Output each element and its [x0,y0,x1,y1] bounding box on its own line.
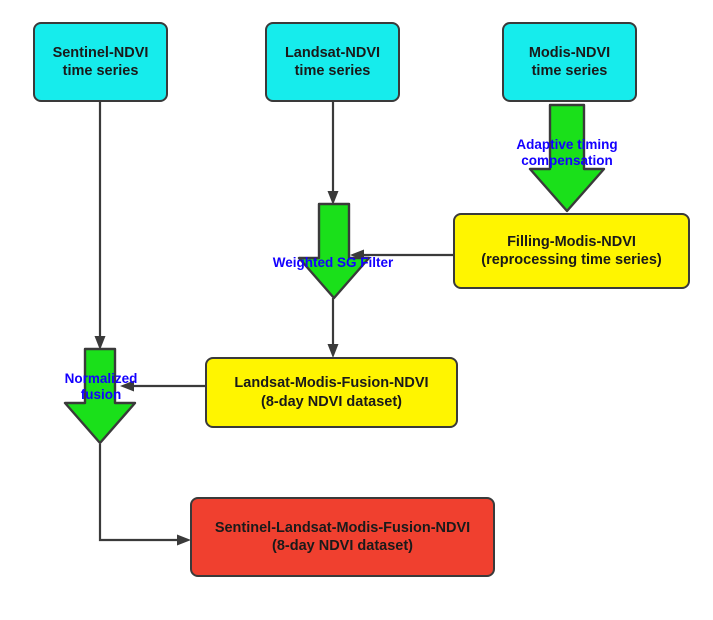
node-landsat-modis-fusion-ndvi[interactable]: Landsat-Modis-Fusion-NDVI (8-day NDVI da… [205,357,458,428]
process-arrow-weighted-sg-filter [296,202,372,300]
process-arrow-adaptive-timing [527,103,607,213]
node-landsat-modis-fusion-ndvi-label: Landsat-Modis-Fusion-NDVI (8-day NDVI da… [234,375,429,410]
node-filling-modis-ndvi[interactable]: Filling-Modis-NDVI (reprocessing time se… [453,213,690,289]
node-filling-modis-ndvi-label: Filling-Modis-NDVI (reprocessing time se… [481,233,662,268]
node-modis-source-label: Modis-NDVI time series [528,44,611,79]
node-landsat-source[interactable]: Landsat-NDVI time series [265,22,400,102]
node-modis-source[interactable]: Modis-NDVI time series [502,22,637,102]
node-sentinel-source-label: Sentinel-NDVI time series [52,44,149,79]
node-sentinel-source[interactable]: Sentinel-NDVI time series [33,22,168,102]
process-arrow-normalized-fusion [62,347,138,445]
node-final-fusion-ndvi[interactable]: Sentinel-Landsat-Modis-Fusion-NDVI (8-da… [190,497,495,577]
node-final-fusion-ndvi-label: Sentinel-Landsat-Modis-Fusion-NDVI (8-da… [214,519,471,554]
node-landsat-source-label: Landsat-NDVI time series [284,44,381,79]
